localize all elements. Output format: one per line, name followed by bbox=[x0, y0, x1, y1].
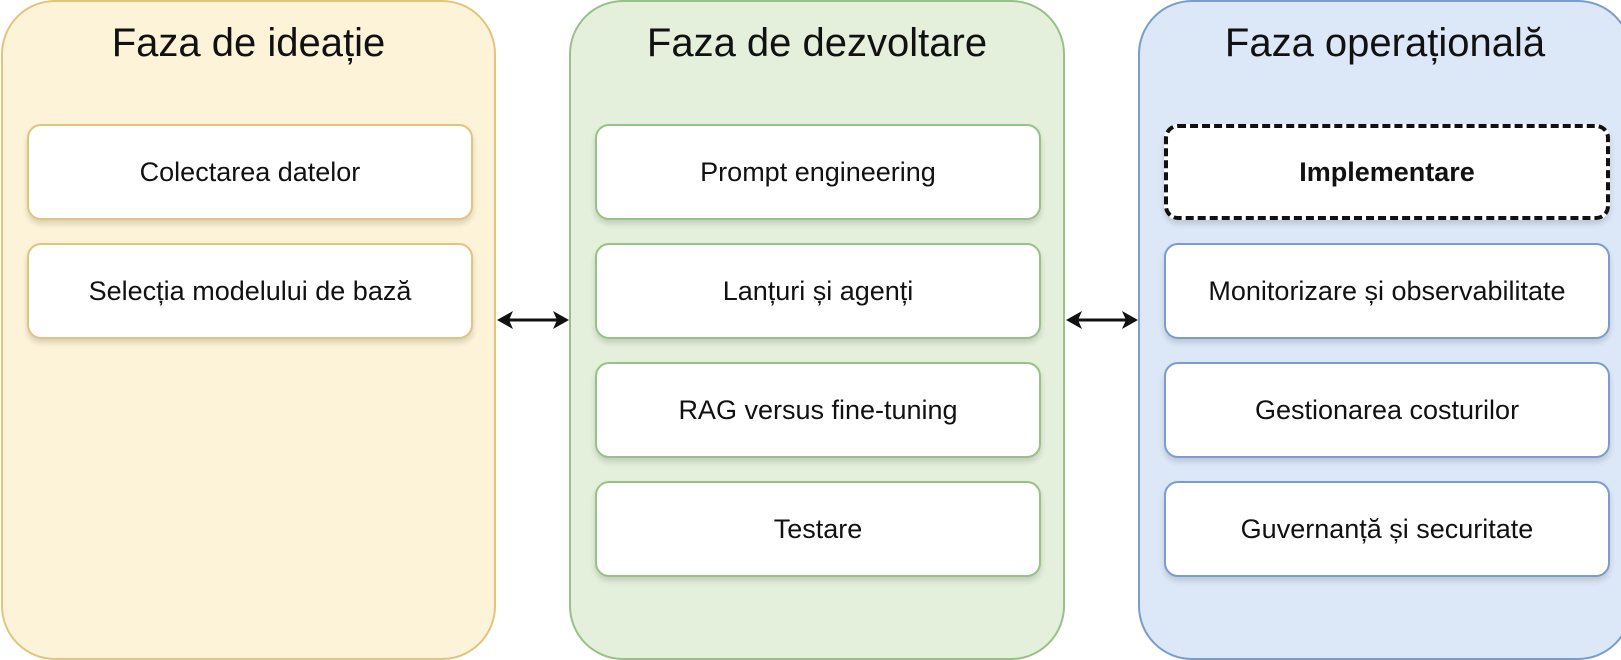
phase-development-title: Faza de dezvoltare bbox=[646, 21, 988, 65]
step-rag-vs-finetuning: RAG versus fine-tuning bbox=[595, 362, 1041, 458]
step-deployment: Implementare bbox=[1164, 124, 1610, 220]
phase-ideation-panel: Faza de ideație Colectarea datelor Selec… bbox=[1, 0, 496, 660]
step-prompt-engineering: Prompt engineering bbox=[595, 124, 1041, 220]
step-chains-agents: Lanțuri și agenți bbox=[595, 243, 1041, 339]
step-base-model-selection: Selecția modelului de bază bbox=[27, 243, 473, 339]
bidirectional-arrow-icon bbox=[497, 311, 569, 329]
step-data-collection: Colectarea datelor bbox=[27, 124, 473, 220]
bidirectional-arrow-icon bbox=[1066, 311, 1138, 329]
step-cost-management: Gestionarea costurilor bbox=[1164, 362, 1610, 458]
step-monitoring-observability: Monitorizare și observabilitate bbox=[1164, 243, 1610, 339]
phase-operational-title: Faza operațională bbox=[1224, 21, 1546, 65]
step-governance-security: Guvernanță și securitate bbox=[1164, 481, 1610, 577]
phase-operational-panel: Faza operațională Implementare Monitoriz… bbox=[1138, 0, 1621, 660]
phase-ideation-title: Faza de ideație bbox=[111, 21, 386, 65]
phase-development-panel: Faza de dezvoltare Prompt engineering La… bbox=[569, 0, 1065, 660]
step-testing: Testare bbox=[595, 481, 1041, 577]
